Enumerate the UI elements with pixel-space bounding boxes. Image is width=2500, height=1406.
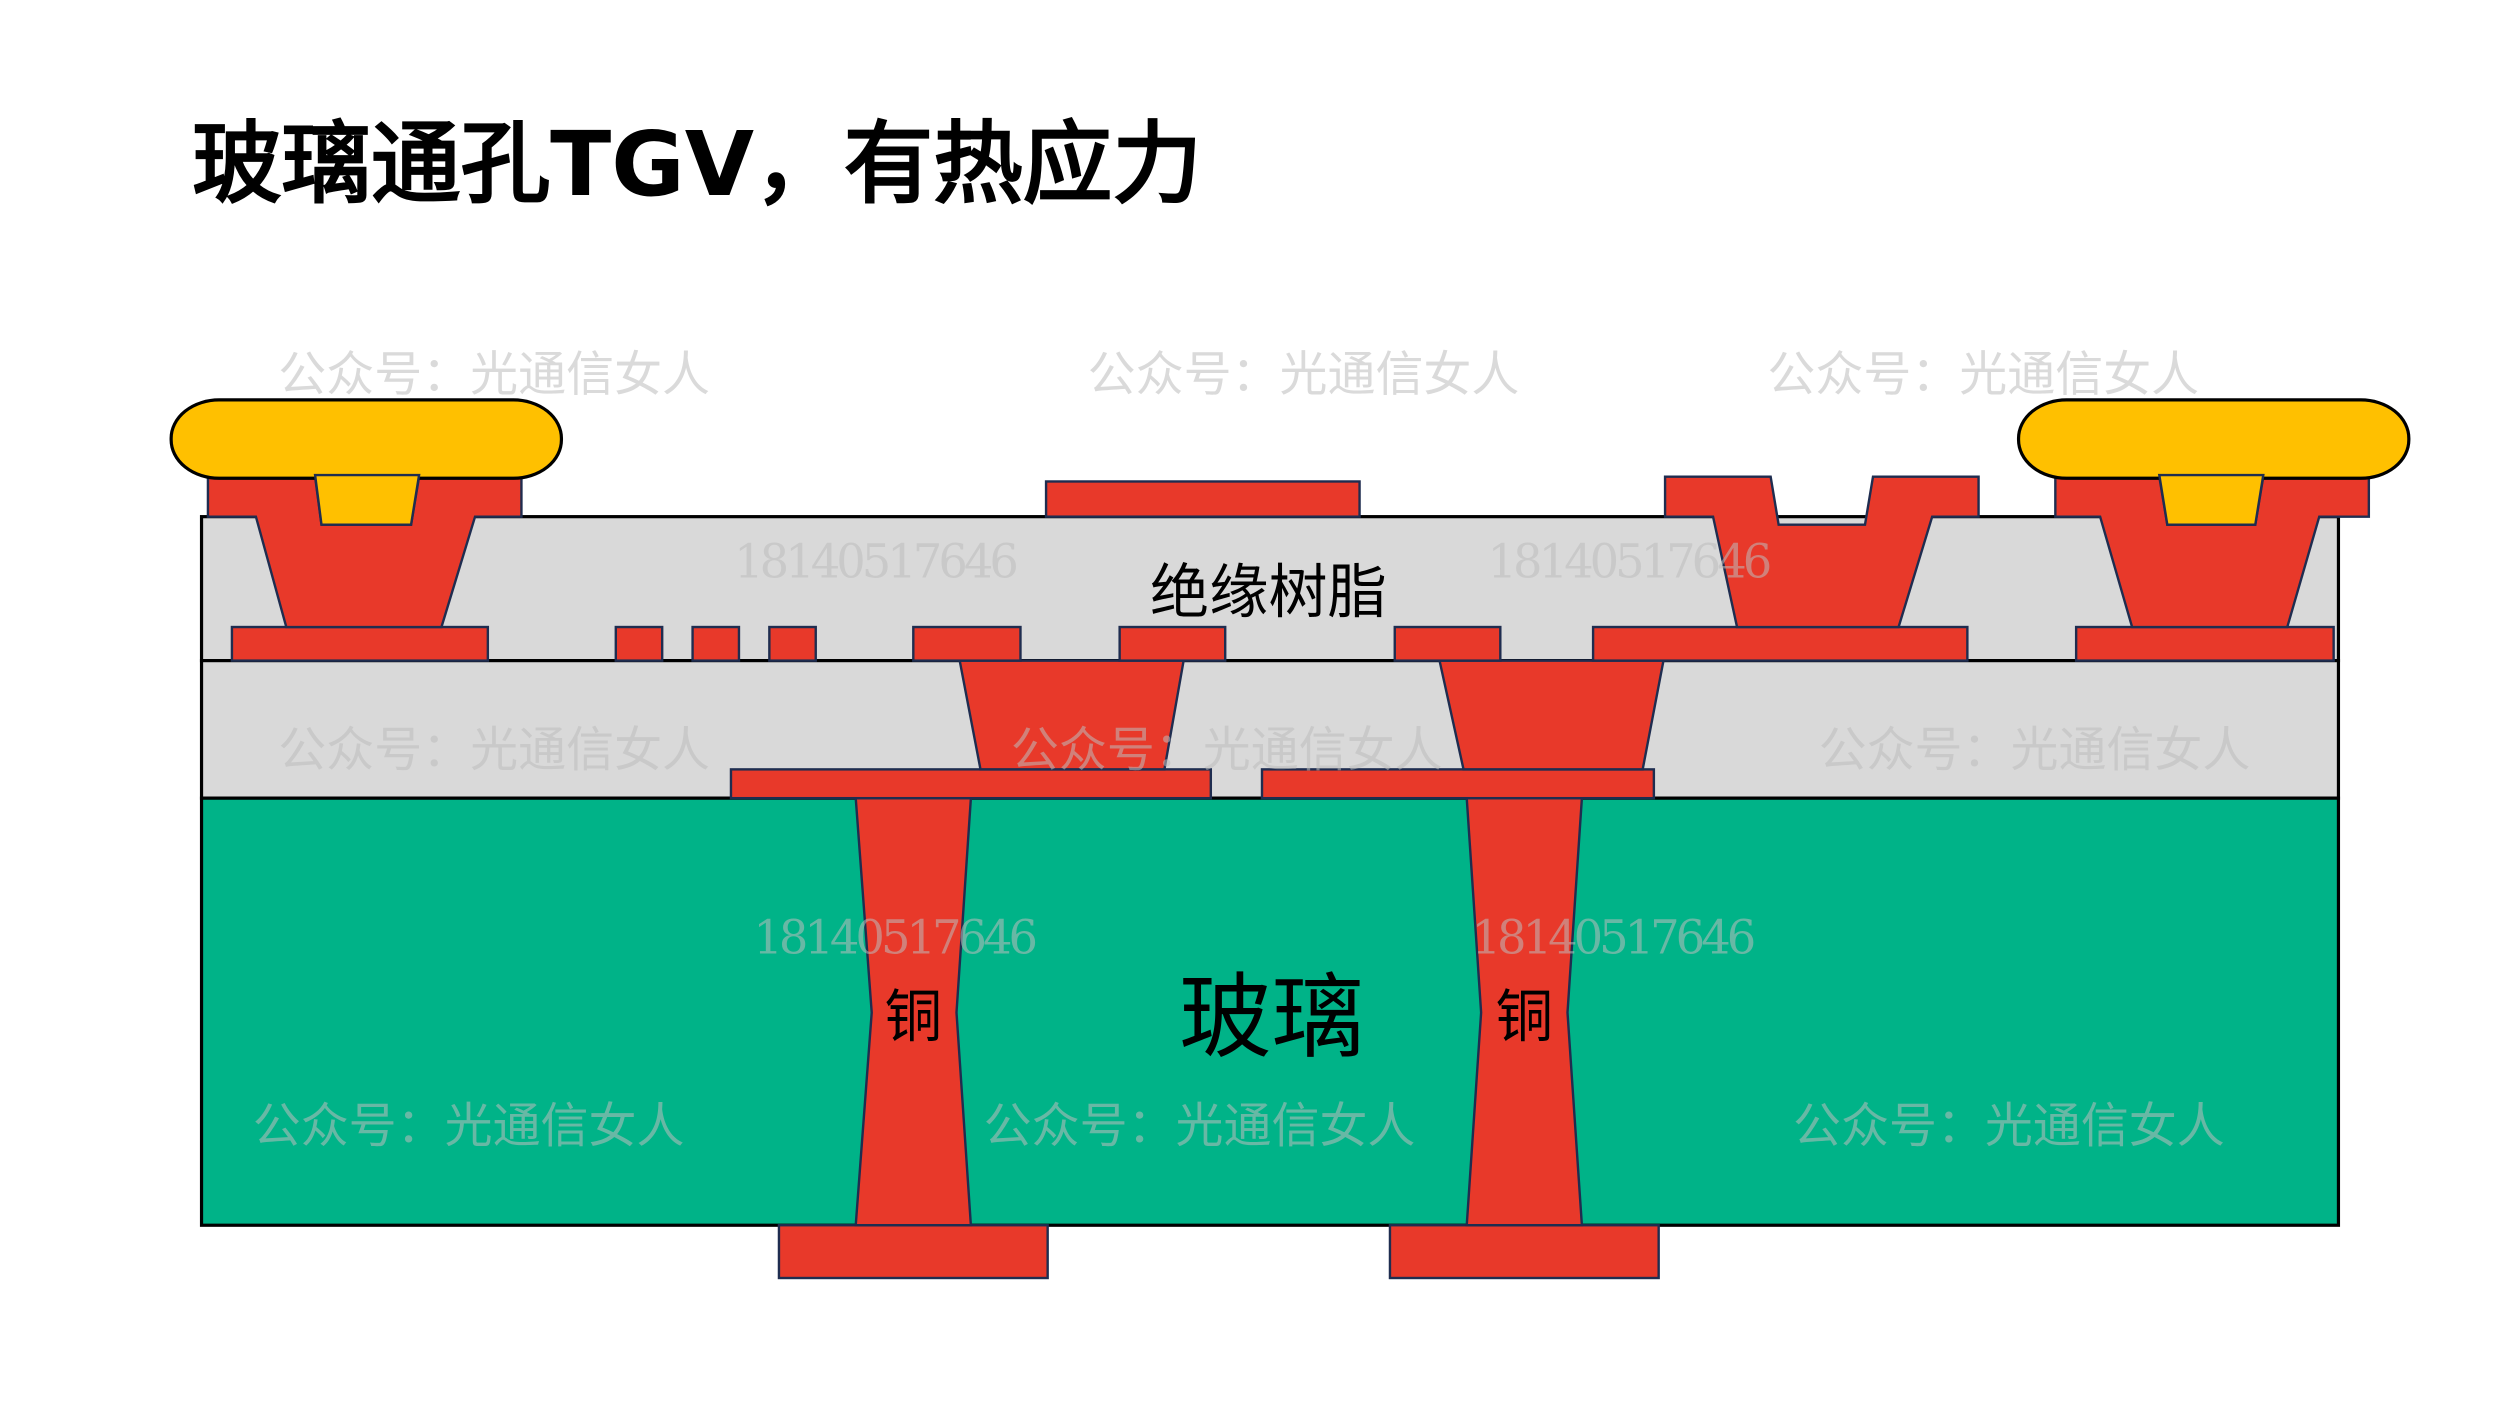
bottom-pad-right: [1388, 1224, 1660, 1280]
watermark-phone: 18140517646: [1488, 534, 1773, 588]
glass-label: 玻璃: [1179, 963, 1365, 1071]
watermark-account: 公众号：光通信女人: [1767, 346, 2199, 402]
trace-pad: [691, 625, 741, 662]
watermark-account: 公众号：光通信女人: [984, 1098, 1416, 1154]
copper-label-right: 铜: [1496, 983, 1554, 1050]
watermark-account: 公众号：光通信女人: [1793, 1098, 2225, 1154]
watermark-account: 公众号：光通信女人: [253, 1098, 685, 1154]
solder-bump-left: [169, 398, 564, 526]
trace-pad: [1591, 625, 1969, 662]
top-via-middle: [1663, 475, 1980, 629]
watermark-account: 公众号：光通信女人: [1011, 722, 1443, 778]
mid-pad-left: [729, 768, 1213, 800]
surface-pad: [1044, 480, 1361, 518]
resin-label: 绝缘树脂: [1150, 558, 1387, 627]
trace-pad: [230, 625, 490, 662]
trace-pad: [768, 625, 817, 662]
trace-pad: [1118, 625, 1227, 662]
watermark-phone: 18140517646: [753, 910, 1038, 964]
copper-label-left: 铜: [885, 983, 943, 1050]
solder-bump-right: [2016, 398, 2411, 526]
page-title: 玻璃通孔TGV，有热应力: [192, 113, 1202, 217]
watermark-account: 公众号：光通信女人: [278, 346, 710, 402]
trace-pad: [2074, 625, 2335, 662]
trace-pad: [614, 625, 664, 662]
trace-pad: [1393, 625, 1502, 662]
mid-via-left: [958, 659, 1186, 771]
watermark-account: 公众号：光通信女人: [278, 722, 710, 778]
bottom-pad-left: [777, 1224, 1049, 1280]
watermark-phone: 18140517646: [734, 534, 1019, 588]
watermark-phone: 18140517646: [1472, 910, 1757, 964]
watermarks: 公众号：光通信女人公众号：光通信女人公众号：光通信女人公众号：光通信女人公众号：…: [253, 346, 2251, 1154]
trace-pad: [912, 625, 1022, 662]
watermark-account: 公众号：光通信女人: [1088, 346, 1520, 402]
resin-layer-top: [199, 515, 2341, 663]
watermark-account: 公众号：光通信女人: [1819, 722, 2251, 778]
mid-pad-right: [1260, 768, 1656, 800]
mid-via-right: [1438, 659, 1665, 771]
